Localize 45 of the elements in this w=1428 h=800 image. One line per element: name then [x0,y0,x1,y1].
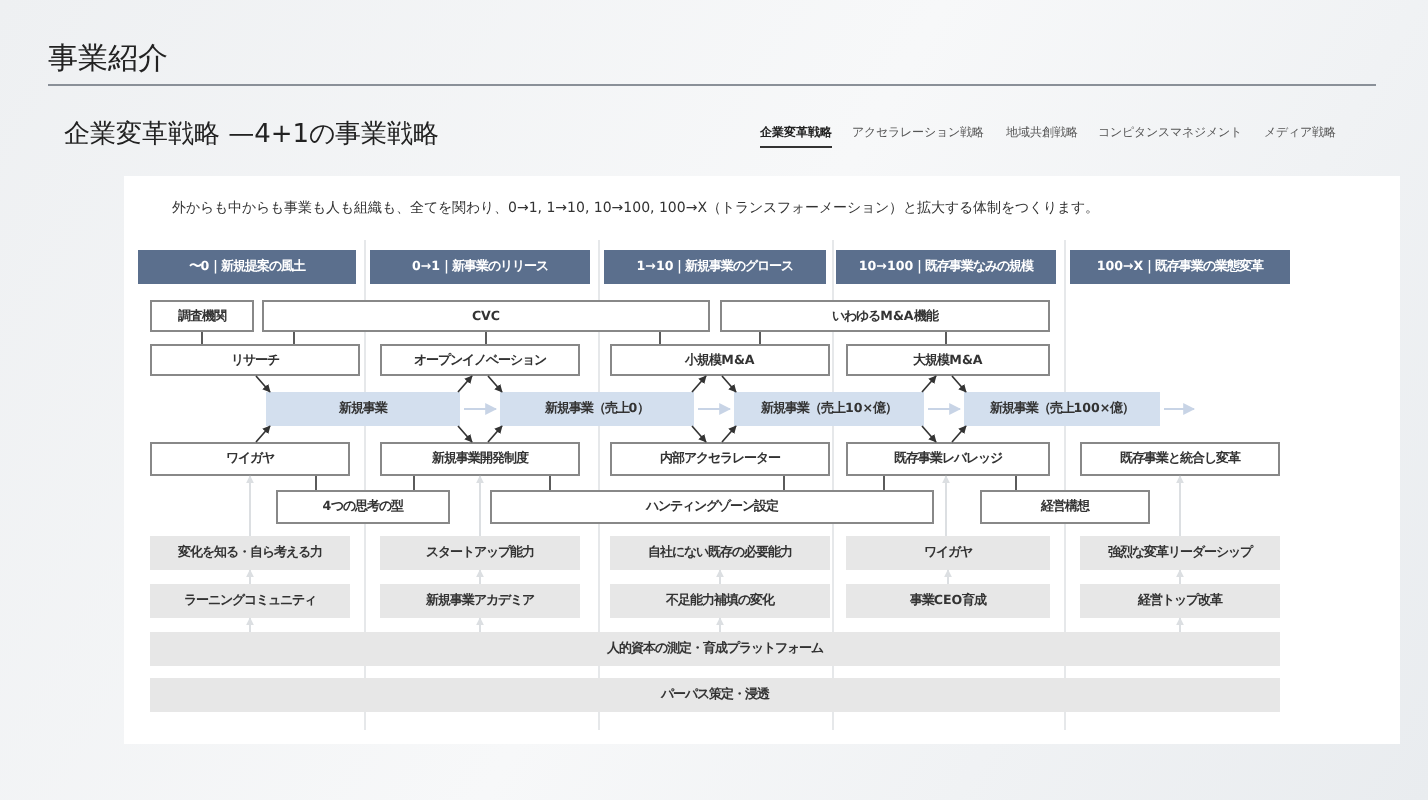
arrow [942,475,950,537]
connector-line [201,331,203,345]
arrow [246,569,254,585]
connector-line [485,331,487,345]
arrow [1176,569,1184,585]
arrow [721,375,737,393]
arrow [457,375,473,393]
arrow [255,425,271,443]
connector-line [659,331,661,345]
arrow [921,375,937,393]
arrow [921,425,937,443]
arrow [476,475,484,537]
arrow [716,569,724,585]
connector-line [945,331,947,345]
arrow [246,617,254,633]
connector-line [549,475,551,491]
arrow [476,569,484,585]
arrow [691,425,707,443]
connector-line [883,475,885,491]
connector-line [783,475,785,491]
arrow [944,569,952,585]
connector-line [315,475,317,491]
arrow [463,403,498,415]
arrow [721,425,737,443]
arrow [1163,403,1196,415]
connector-line [1015,475,1017,491]
arrow [255,375,271,393]
arrow [487,425,503,443]
arrow [927,403,962,415]
arrow [487,375,503,393]
connector-line [759,331,761,345]
arrow [1176,475,1184,537]
arrow [697,403,732,415]
connector-line [293,331,295,345]
arrow [476,617,484,633]
arrow [951,425,967,443]
arrow [951,375,967,393]
arrow [716,617,724,633]
connector-line [413,475,415,491]
arrow [1176,617,1184,633]
page-title: 事業紹介 [48,40,168,78]
arrow [457,425,473,443]
subtitle: 企業変革戦略 —4+1の事業戦略 [64,118,440,152]
arrow [691,375,707,393]
arrow [246,475,254,537]
